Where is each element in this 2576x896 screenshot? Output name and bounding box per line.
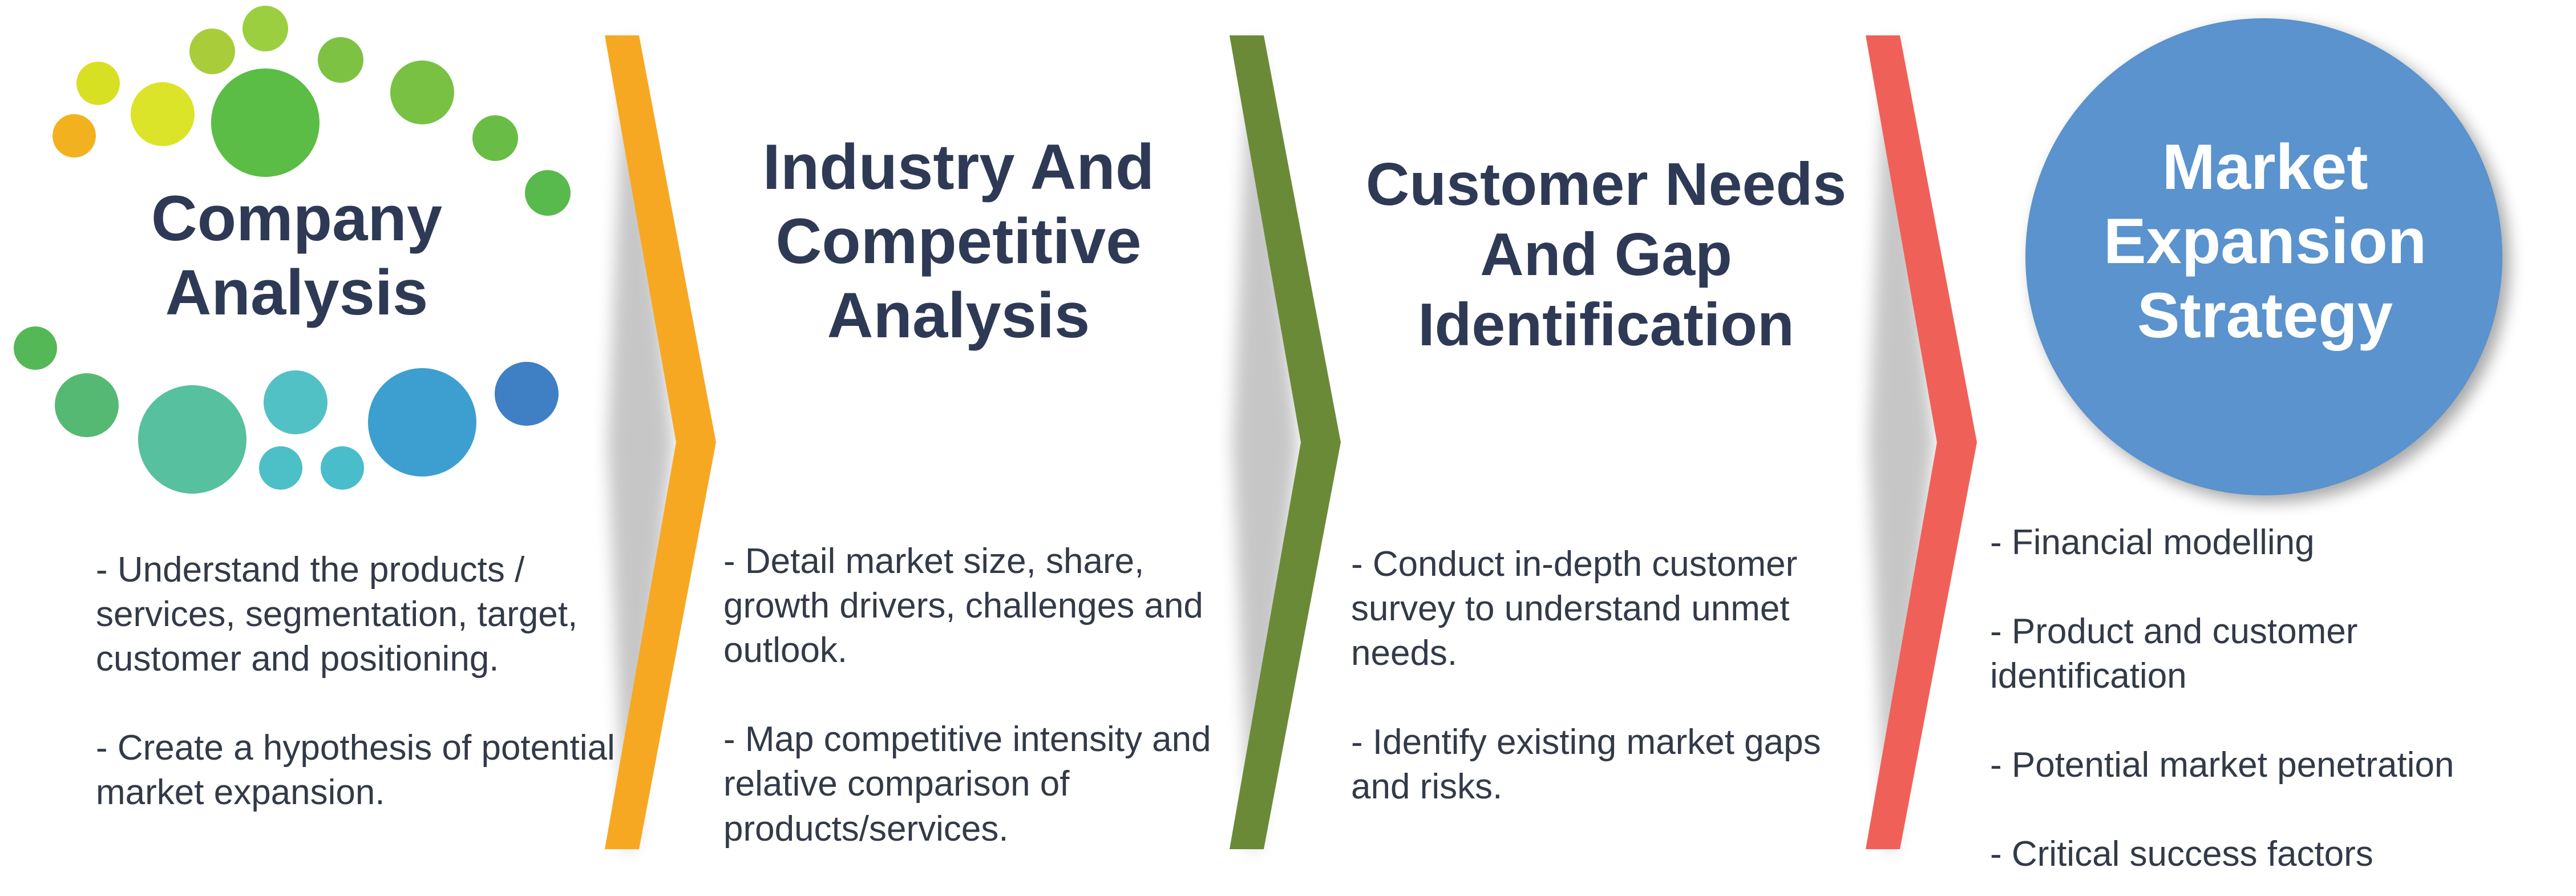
bubble <box>138 385 246 494</box>
stage-2-title-line: Industry And <box>762 131 1155 203</box>
strategy-circle <box>2025 18 2509 502</box>
bubble <box>525 170 571 216</box>
bubble <box>259 446 302 490</box>
stage-4-bullet: - Product and customer identification <box>1990 612 2358 696</box>
chevron-3 <box>1866 35 1977 850</box>
chevron-2 <box>1230 35 1341 850</box>
bubble <box>14 326 57 370</box>
stage-1-title: Company Analysis <box>74 181 519 330</box>
stage-2-bullets: - Detail market size, share, growth driv… <box>723 539 1254 896</box>
bubble <box>390 60 454 124</box>
stage-4-title-line: Strategy <box>2137 279 2393 351</box>
stage-3-title-line: And Gap <box>1480 220 1732 288</box>
bubble <box>76 62 120 105</box>
stage-3-title-line: Customer Needs <box>1365 151 1847 218</box>
stage-2-bullet: - Detail market size, share, growth driv… <box>723 542 1203 671</box>
stage-3-bullets: - Conduct in-depth customer survey to un… <box>1351 542 1865 854</box>
bubble <box>318 37 363 83</box>
stage-3-title: Customer Needs And Gap Identification <box>1318 150 1894 360</box>
bubble <box>55 373 119 437</box>
stage-1-title-line: Analysis <box>165 256 428 328</box>
bubble <box>189 29 235 74</box>
stage-3-bullet: - Conduct in-depth customer survey to un… <box>1351 544 1798 673</box>
stage-1-bullet: - Create a hypothesis of potential marke… <box>96 728 615 813</box>
stage-1-bullet: - Understand the products / services, se… <box>96 550 578 679</box>
bubble <box>211 68 320 177</box>
stage-2-title: Industry And Competitive Analysis <box>693 130 1224 353</box>
bubble-cluster <box>14 6 571 494</box>
stage-1-title-line: Company <box>151 183 443 254</box>
bubble <box>52 114 96 158</box>
stage-3-bullet: - Identify existing market gaps and risk… <box>1351 723 1821 807</box>
bubble <box>368 368 476 477</box>
bubble <box>242 6 288 51</box>
bubble <box>472 115 518 161</box>
bubble <box>495 362 559 426</box>
stage-4-bullet: - Potential market penetration <box>1990 745 2454 785</box>
stage-2-title-line: Analysis <box>827 279 1090 351</box>
stage-3-title-line: Identification <box>1418 290 1794 358</box>
chevron-1 <box>605 35 716 850</box>
stage-2-title-line: Competitive <box>775 205 1142 277</box>
bubble <box>131 82 195 146</box>
stage-4-bullet: - Critical success factors <box>1990 834 2373 874</box>
stage-4-title-line: Market <box>2162 131 2368 203</box>
stage-4-bullets: - Financial modelling - Product and cust… <box>1990 520 2561 877</box>
bubble <box>321 446 364 490</box>
stage-2-bullet: - Map competitive intensity and relative… <box>723 720 1211 849</box>
stage-4-bullet: - Financial modelling <box>1990 523 2315 562</box>
bubble <box>264 370 327 434</box>
stage-4-title: Market Expansion Strategy <box>2043 130 2488 353</box>
stage-1-bullets: - Understand the products / services, se… <box>96 548 621 860</box>
stage-4-title-line: Expansion <box>2103 205 2427 277</box>
